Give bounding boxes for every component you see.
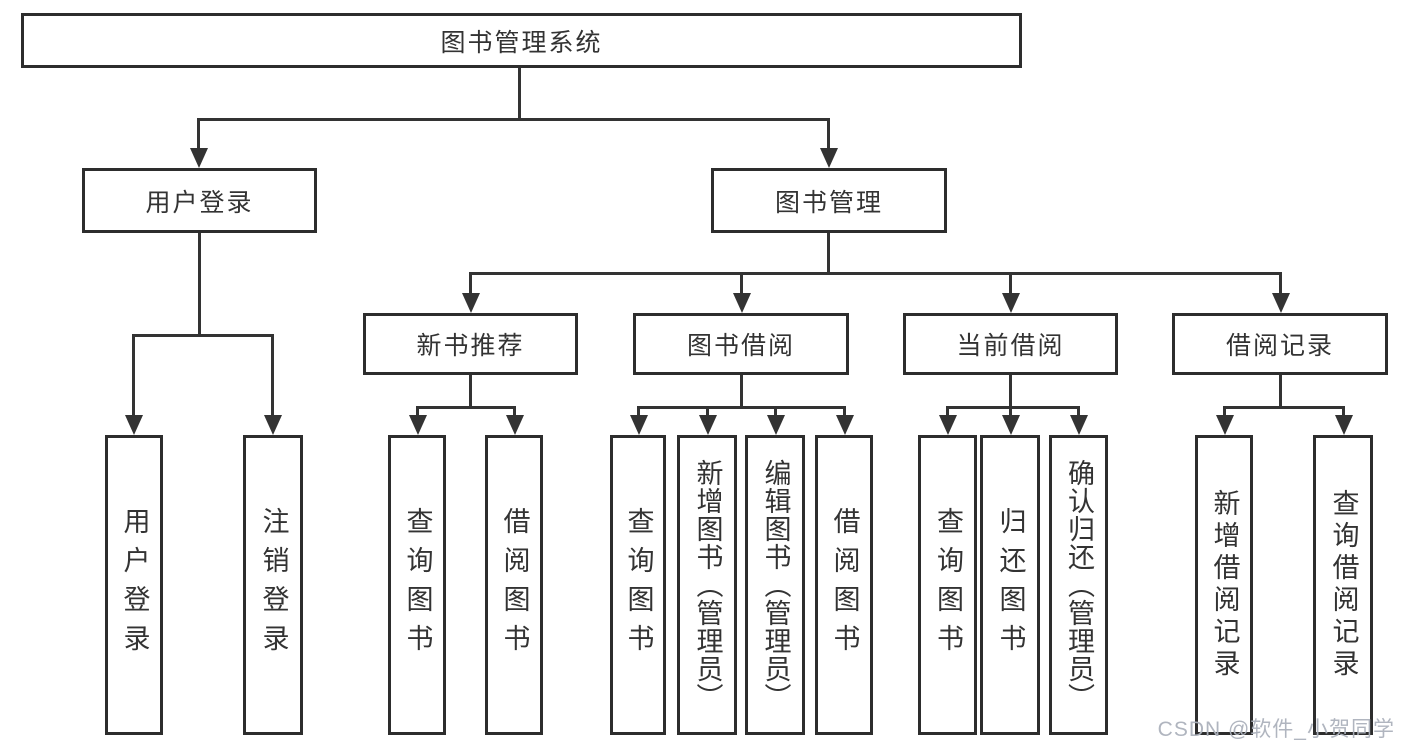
- connector-leaf-stem: [416, 406, 419, 418]
- connector-leaf-stem: [706, 406, 709, 418]
- leaf-add-borrow-record: 新增借阅记录: [1195, 435, 1253, 735]
- connector-user-login-down: [198, 233, 201, 337]
- connector-book-management-stem: [827, 118, 830, 150]
- csdn-watermark: CSDN @软件_小贺同学: [1157, 718, 1395, 741]
- leaf-logout-label: 注销登录: [258, 507, 289, 663]
- node-book-management: 图书管理: [711, 168, 947, 233]
- arrow-down-icon: [1070, 415, 1088, 435]
- connector-user-login-rail: [133, 334, 274, 337]
- leaf-user-login: 用户登录: [105, 435, 163, 735]
- arrow-down-icon: [630, 415, 648, 435]
- connector-leaf-stem: [843, 406, 846, 418]
- connector-root-stem: [518, 68, 521, 121]
- leaf-query-borrow-record: 查询借阅记录: [1313, 435, 1373, 735]
- node-book-management-label: 图书管理: [774, 188, 883, 217]
- arrow-down-icon: [1335, 415, 1353, 435]
- leaf-return-books: 归还图书: [980, 435, 1040, 735]
- leaf-user-login-label: 用户登录: [119, 507, 150, 663]
- connector-borrowing-records-rail: [1224, 406, 1344, 409]
- leaf-edit-books-admin: 编辑图书（管理员）: [745, 435, 805, 735]
- arrow-down-icon: [1272, 293, 1290, 313]
- arrow-down-icon: [836, 415, 854, 435]
- arrow-down-icon: [264, 415, 282, 435]
- node-borrowing-records: 借阅记录: [1172, 313, 1388, 375]
- node-root-label: 图书管理系统: [440, 28, 603, 57]
- arrow-down-icon: [462, 293, 480, 313]
- leaf-query-books-borrow: 查询图书: [610, 435, 666, 735]
- node-borrowing-records-label: 借阅记录: [1225, 332, 1334, 360]
- node-root: 图书管理系统: [21, 13, 1022, 68]
- arrow-down-icon: [1216, 415, 1234, 435]
- node-book-borrowing-label: 图书借阅: [686, 332, 795, 360]
- leaf-query-books-current-label: 查询图书: [933, 507, 963, 663]
- leaf-confirm-return-admin: 确认归还（管理员）: [1049, 435, 1108, 735]
- leaf-add-books-admin: 新增图书（管理员）: [677, 435, 737, 735]
- leaf-borrow-books-label: 借阅图书: [829, 507, 860, 663]
- arrow-down-icon: [409, 415, 427, 435]
- leaf-query-borrow-record-label: 查询借阅记录: [1328, 489, 1359, 681]
- leaf-confirm-return-admin-label: 确认归还（管理员）: [1064, 459, 1094, 711]
- node-user-login-label: 用户登录: [145, 188, 254, 217]
- connector-new-book-rail: [417, 406, 515, 409]
- leaf-logout: 注销登录: [243, 435, 303, 735]
- connector-book-borrowing-rail: [638, 406, 845, 409]
- arrow-down-icon: [767, 415, 785, 435]
- node-current-borrowing-label: 当前借阅: [956, 332, 1065, 360]
- connector-leaf-stem: [132, 334, 135, 417]
- node-new-book-recommend: 新书推荐: [363, 313, 578, 375]
- connector-new-book-down: [469, 375, 472, 409]
- node-book-borrowing: 图书借阅: [633, 313, 849, 375]
- leaf-add-borrow-record-label: 新增借阅记录: [1209, 489, 1240, 681]
- connector-level3-stem: [469, 272, 472, 295]
- leaf-query-books-current: 查询图书: [918, 435, 977, 735]
- arrow-down-icon: [820, 148, 838, 168]
- arrow-down-icon: [125, 415, 143, 435]
- connector-book-borrowing-down: [740, 375, 743, 409]
- connector-leaf-stem: [271, 334, 274, 417]
- connector-current-borrowing-down: [1009, 375, 1012, 409]
- connector-leaf-stem: [637, 406, 640, 418]
- connector-level2-rail: [198, 118, 830, 121]
- connector-level3-stem: [1279, 272, 1282, 295]
- connector-current-borrowing-rail: [947, 406, 1079, 409]
- connector-book-management-down: [827, 233, 830, 275]
- arrow-down-icon: [1002, 415, 1020, 435]
- connector-leaf-stem: [946, 406, 949, 418]
- arrow-down-icon: [939, 415, 957, 435]
- connector-leaf-stem: [774, 406, 777, 418]
- node-new-book-recommend-label: 新书推荐: [416, 332, 525, 360]
- leaf-borrow-books-recommend-label: 借阅图书: [499, 507, 530, 663]
- connector-borrowing-records-down: [1279, 375, 1282, 409]
- connector-level3-stem: [740, 272, 743, 295]
- leaf-add-books-admin-label: 新增图书（管理员）: [692, 459, 723, 711]
- leaf-edit-books-admin-label: 编辑图书（管理员）: [760, 459, 791, 711]
- arrow-down-icon: [733, 293, 751, 313]
- connector-level3-stem: [1009, 272, 1012, 295]
- leaf-query-books-borrow-label: 查询图书: [623, 507, 654, 663]
- connector-leaf-stem: [1077, 406, 1080, 418]
- connector-user-login-stem: [197, 118, 200, 150]
- connector-level3-rail: [470, 272, 1280, 275]
- leaf-query-books-recommend: 查询图书: [388, 435, 446, 735]
- connector-leaf-stem: [1223, 406, 1226, 418]
- connector-leaf-stem: [1342, 406, 1345, 418]
- arrow-down-icon: [699, 415, 717, 435]
- node-current-borrowing: 当前借阅: [903, 313, 1118, 375]
- leaf-return-books-label: 归还图书: [995, 507, 1026, 663]
- leaf-borrow-books: 借阅图书: [815, 435, 873, 735]
- arrow-down-icon: [190, 148, 208, 168]
- leaf-borrow-books-recommend: 借阅图书: [485, 435, 543, 735]
- arrow-down-icon: [506, 415, 524, 435]
- leaf-query-books-recommend-label: 查询图书: [402, 507, 433, 663]
- arrow-down-icon: [1002, 293, 1020, 313]
- node-user-login: 用户登录: [82, 168, 317, 233]
- connector-leaf-stem: [513, 406, 516, 418]
- connector-leaf-stem: [1009, 406, 1012, 418]
